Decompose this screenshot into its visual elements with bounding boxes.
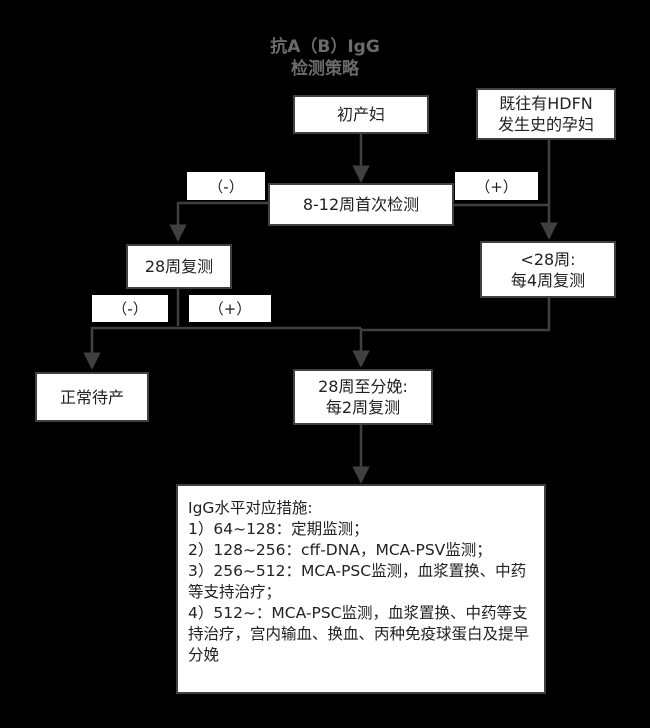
arrow-lt28-to-delivery xyxy=(361,298,551,332)
node-lt28-line-1: <28周: xyxy=(520,249,576,269)
node-retest-28: 28周复测 xyxy=(126,244,232,289)
node-to-delivery-line-2: 每2周复测 xyxy=(325,398,401,417)
node-normal: 正常待产 xyxy=(35,372,149,422)
measures-item-4: 4）512~：MCA-PSC监测，血浆置换、中药等支持治疗，宫内输血、换血、丙种… xyxy=(188,604,530,664)
measures-item-1: 1）64~128：定期监测； xyxy=(188,520,369,538)
node-first-test-text: 8-12周首次检测 xyxy=(302,195,420,214)
node-measures: IgG水平对应措施: 1）64~128：定期监测； 2）128~256：cff-… xyxy=(176,484,546,694)
label-retest-positive: （+） xyxy=(189,295,271,322)
node-to-delivery: 28周至分娩: 每2周复测 xyxy=(293,369,433,425)
label-retest-negative: （-） xyxy=(92,295,168,322)
node-primipara-text: 初产妇 xyxy=(336,105,385,124)
node-hdfn-history-line-2: 发生史的孕妇 xyxy=(497,115,594,134)
arrow-first-test-neg xyxy=(169,201,268,242)
node-normal-text: 正常待产 xyxy=(59,387,124,407)
label-first-test-negative: （-） xyxy=(187,172,265,200)
measures-heading: IgG水平对应措施: xyxy=(188,499,313,517)
title-line-1: 抗A（B）IgG xyxy=(270,37,380,57)
measures-item-3: 3）256~512：MCA-PSC监测，血浆置换、中药等支持治疗； xyxy=(188,562,527,601)
node-lt28-line-2: 每4周复测 xyxy=(510,270,586,290)
node-lt28: <28周: 每4周复测 xyxy=(480,241,616,298)
node-retest-28-text: 28周复测 xyxy=(144,257,214,276)
node-to-delivery-line-1: 28周至分娩: xyxy=(318,377,408,396)
label-first-test-positive: （+） xyxy=(455,172,538,200)
node-hdfn-history: 既往有HDFN 发生史的孕妇 xyxy=(476,88,616,140)
node-primipara: 初产妇 xyxy=(293,95,429,134)
title-line-2: 检测策略 xyxy=(291,59,359,79)
arrow-to-normal xyxy=(83,326,178,370)
node-first-test: 8-12周首次检测 xyxy=(268,183,454,226)
measures-item-2: 2）128~256：cff-DNA，MCA-PSV监测； xyxy=(188,541,492,559)
node-hdfn-history-line-1: 既往有HDFN xyxy=(499,94,593,113)
